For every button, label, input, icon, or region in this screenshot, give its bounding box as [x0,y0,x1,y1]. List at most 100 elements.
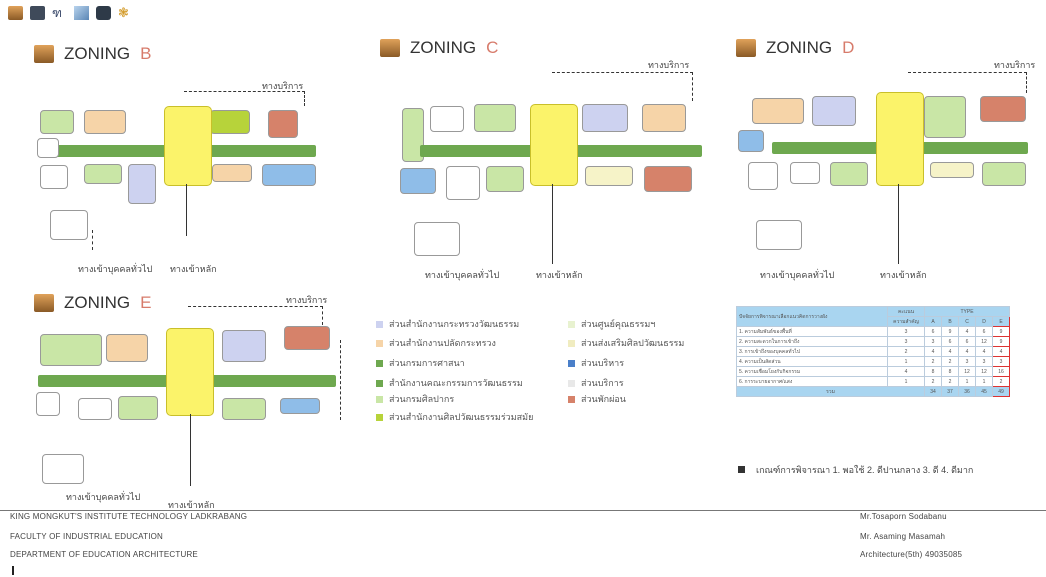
legend-label: ส่วนศูนย์คุณธรรมฯ [581,319,656,329]
legend-label: ส่วนสำนักงานกระทรวงวัฒนธรรม [389,319,520,329]
signpost-icon[interactable]: ฑ [52,6,62,20]
table-cell: 4 [941,346,959,357]
table-cell: 1 [975,376,993,387]
legend-item: ส่วนบริการ [568,376,624,390]
table-cell: 4 [958,326,976,337]
zone-box [486,166,524,192]
zone-box [84,110,126,134]
zone-word: ZONING [64,293,131,312]
service-path [908,72,1027,93]
table-cell: 1 [887,356,925,367]
zone-box [212,164,252,182]
table-type-cell: A [924,316,942,327]
table-cell: 4. ความเป็นสัดส่วน [736,356,888,367]
evaluation-table: ปัจจัยการพิจารณาเลือกแนวคิดการวางผัง คะแ… [736,306,1010,397]
camera-icon[interactable] [96,6,111,20]
legend-swatch [568,379,575,387]
table-header-type: TYPE [924,306,1010,317]
zone-word: ZONING [766,38,833,57]
main-entry-line [190,414,191,486]
table-cell: 34 [924,386,942,397]
zone-word: ZONING [410,38,477,57]
zone-box [262,164,316,186]
footer-student-id: Architecture(5th) 49035085 [860,550,963,559]
table-cell: 45 [975,386,993,397]
lobby-zone [530,104,578,186]
zone-box [50,210,88,240]
table-cell: 2 [941,356,959,367]
zone-box [474,104,516,132]
table-header-weight: ความสำคัญ [887,316,925,327]
table-cell: 12 [975,336,993,347]
legend-label: ส่วนพักผ่อน [581,394,626,404]
zone-box [402,108,424,162]
zone-box [582,104,628,132]
text-cursor [12,566,14,575]
zone-letter: B [140,44,152,63]
zone-box [585,166,633,186]
service-entry-label: ทางบริการ [994,60,1036,70]
table-type-cell: E [992,316,1010,327]
table-cell: 3 [975,356,993,367]
table-cell: 3 [958,356,976,367]
main-entry-label: ทางเข้าหลัก [536,270,583,280]
zone-box [268,110,298,138]
zone-box [78,398,112,420]
table-cell: 6. การระบายอากาศ/แสง [736,376,888,387]
zone-box [430,106,464,132]
legend-label: ส่วนสำนักงานศิลปวัฒนธรรมร่วมสมัย [389,412,534,422]
zone-title: ZONING D [736,38,854,58]
legend-swatch [568,339,575,347]
table-cell: 5. ความเชื่อมโยงกับกิจกรรม [736,366,888,377]
service-path [184,91,305,106]
table-cell: 1 [958,376,976,387]
zone-box [400,168,436,194]
legend-label: ส่วนบริการ [581,378,624,388]
table-cell: 3 [887,326,925,337]
legend-item: ส่วนบริหาร [568,356,624,370]
table-cell: 3. การเข้าถึงของบุคคลทั่วไป [736,346,888,357]
zone-box [446,166,480,200]
table-cell: 6 [941,336,959,347]
zone-title: ZONING E [34,293,151,313]
table-type-cell: C [958,316,976,327]
table-cell: 36 [958,386,976,397]
zone-letter: C [486,38,499,57]
brick-icon[interactable] [8,6,23,20]
table-cell: 12 [958,366,976,377]
table-cell: 4 [924,346,942,357]
zone-box [830,162,868,186]
pencil-icon[interactable] [74,6,89,20]
table-cell: 4 [958,346,976,357]
public-entry-label: ทางเข้าบุคคลทั่วไป [760,270,835,280]
table-cell: 6 [975,326,993,337]
table-cell: 3 [992,356,1010,367]
zone-box [118,396,158,420]
brick-icon [34,45,54,63]
table-cell: 12 [975,366,993,377]
zone-title: ZONING C [380,38,498,58]
ornament-icon[interactable]: ❃ [118,5,129,20]
table-cell: 9 [992,326,1010,337]
main-entry-label: ทางเข้าหลัก [880,270,927,280]
lobby-zone [164,106,212,186]
main-entry-line [898,184,899,264]
brick-icon [380,39,400,57]
table-cell: 4 [975,346,993,357]
lobby-zone [876,92,924,186]
footer-rule [0,510,1046,511]
lobby-zone [166,328,214,416]
zone-title: ZONING B [34,44,151,64]
legend-item: ส่วนส่งเสริมศิลปวัฒนธรรม [568,336,684,350]
table-cell: 3 [887,336,925,347]
zone-box [644,166,692,192]
public-entry-label: ทางเข้าบุคคลทั่วไป [78,264,153,274]
calendar-icon[interactable] [30,6,45,20]
table-cell: 4 [992,346,1010,357]
table-cell: 6 [924,326,942,337]
